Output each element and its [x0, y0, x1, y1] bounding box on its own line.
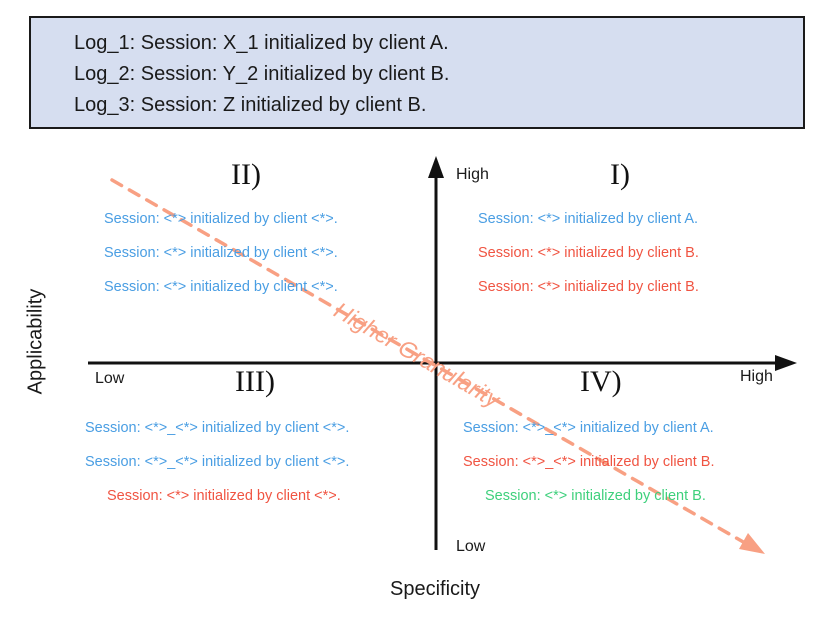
- log-line: Log_2: Session: Y_2 initialized by clien…: [74, 63, 450, 85]
- quadrant-i-lines: Session: <*> initialized by client A. Ses…: [478, 202, 699, 304]
- log-line: Log_1: Session: X_1 initialized by clien…: [74, 32, 449, 54]
- log-template-line: Session: <*> initialized by client <*>.: [104, 245, 338, 261]
- x-axis-arrowhead-icon: [775, 355, 797, 371]
- log-template-line: Session: <*> initialized by client <*>.: [104, 279, 338, 295]
- y-axis-arrowhead-icon: [428, 156, 444, 178]
- log-template-line: Session: <*> initialized by client B.: [478, 279, 699, 295]
- y-axis-low-label: Low: [456, 538, 486, 555]
- granularity-arrowhead-icon: [739, 533, 765, 554]
- quadrant-numeral-ii: II): [231, 158, 261, 191]
- log-template-line: Session: <*> initialized by client B.: [478, 245, 699, 261]
- quadrant-numeral-iii: III): [235, 365, 275, 398]
- x-axis-high-label: High: [740, 368, 773, 385]
- quadrant-numeral-i: I): [610, 158, 630, 191]
- log-template-line: Session: <*>_<*> initialized by client B…: [463, 454, 715, 470]
- log-line-list: Log_1: Session: X_1 initialized by clien…: [74, 28, 449, 121]
- log-template-line: Session: <*> initialized by client <*>.: [107, 488, 341, 504]
- x-axis-low-label: Low: [95, 370, 125, 387]
- quadrant-iii-lines: Session: <*>_<*> initialized by client <…: [85, 411, 349, 513]
- log-sample-box: Log_1: Session: X_1 initialized by clien…: [29, 16, 805, 129]
- y-axis-high-label: High: [456, 166, 489, 183]
- axis-graphics: [88, 156, 797, 554]
- x-axis-title: Specificity: [389, 578, 481, 600]
- quadrant-iv-lines: Session: <*>_<*> initialized by client A…: [463, 411, 714, 513]
- granularity-arrow-line: [110, 178, 754, 549]
- log-template-line: Session: <*>_<*> initialized by client <…: [85, 420, 350, 436]
- quadrant-plot: High Low High Low Applicability Specific…: [0, 130, 835, 622]
- log-template-line: Session: <*>_<*> initialized by client <…: [85, 454, 350, 470]
- log-template-line: Session: <*> initialized by client B.: [485, 488, 706, 504]
- quadrant-ii-lines: Session: <*> initialized by client <*>. S…: [104, 202, 338, 304]
- log-template-line: Session: <*>_<*> initialized by client A…: [463, 420, 714, 436]
- log-template-line: Session: <*> initialized by client A.: [478, 211, 699, 227]
- quadrant-numeral-iv: IV): [580, 365, 622, 398]
- y-axis-title: Applicability: [24, 288, 47, 395]
- log-template-line: Session: <*> initialized by client <*>.: [104, 211, 338, 227]
- log-line: Log_3: Session: Z initialized by client …: [74, 94, 427, 116]
